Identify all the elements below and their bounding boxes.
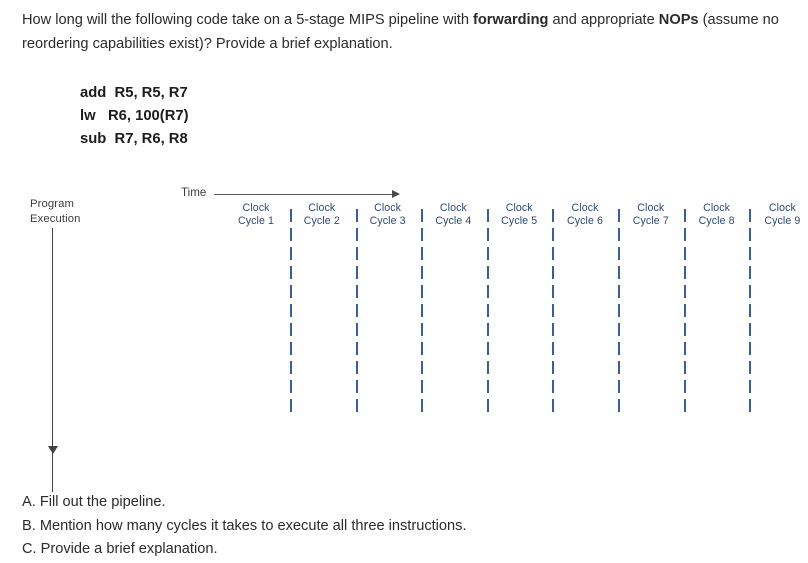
cycle-separator-1 — [290, 209, 292, 418]
sub-questions-list: A. Fill out the pipeline. B. Mention how … — [22, 491, 467, 562]
cycle-separator-8 — [749, 209, 752, 418]
cycle-label-line2: Cycle 6 — [566, 214, 604, 227]
cycle-label-line1: Clock — [242, 202, 270, 214]
cycle-label-line1: Clock — [703, 202, 731, 214]
cycle-label-line2: Cycle 5 — [501, 214, 538, 227]
code-line: sub R7, R6, R8 — [80, 131, 188, 147]
cycle-label-line2: Cycle 4 — [435, 214, 472, 227]
cycle-label-line1: Clock — [505, 202, 533, 214]
program-execution-axis-label: Program Execution — [30, 197, 81, 227]
code-line: lw R6, 100(R7) — [80, 108, 189, 124]
cycle-label-line1: Clock — [308, 202, 336, 214]
question-prompt: How long will the following code take on… — [22, 8, 784, 56]
question-emphasis: forwarding — [473, 12, 549, 28]
cycle-label-line2: Cycle 7 — [632, 214, 669, 227]
cycle-separator-2 — [355, 209, 358, 418]
cycle-separator-3 — [421, 209, 424, 418]
program-execution-arrow-icon — [48, 446, 58, 454]
code-line: add R5, R5, R7 — [80, 85, 188, 101]
program-execution-axis-line — [52, 228, 53, 492]
sub-question-item: A. Fill out the pipeline. — [22, 494, 166, 510]
cycle-separator-6 — [618, 209, 620, 418]
cycle-separator-7 — [683, 209, 686, 418]
question-emphasis: NOPs — [658, 12, 699, 28]
question-text: (assume no reordering capabilities exist… — [22, 12, 779, 52]
question-text: How long will the following code take on… — [22, 12, 474, 28]
cycle-label-line1: Clock — [374, 202, 402, 214]
program-execution-label-line2: Execution — [30, 213, 81, 225]
cycle-label-line2: Cycle 3 — [369, 214, 406, 227]
question-text: and appropriate — [548, 12, 659, 28]
time-arrow-icon — [392, 190, 400, 198]
cycle-label-line1: Clock — [571, 202, 599, 214]
cycle-label-line2: Cycle 2 — [303, 214, 340, 227]
cycle-label-line2: Cycle 9 — [764, 214, 801, 227]
cycle-label-line2: Cycle 8 — [698, 214, 735, 227]
cycle-label-line1: Clock — [439, 202, 467, 214]
cycle-label-line1: Clock — [637, 202, 665, 214]
sub-question-item: C. Provide a brief explanation. — [22, 541, 218, 557]
cycle-label-line1: Clock — [768, 202, 796, 214]
cycle-label-line2: Cycle 1 — [237, 214, 275, 227]
program-execution-label-line1: Program — [30, 198, 75, 210]
time-axis-label: Time — [181, 186, 207, 199]
cycle-separator-4 — [486, 209, 489, 418]
time-axis-line — [214, 194, 394, 195]
sub-question-item: B. Mention how many cycles it takes to e… — [22, 517, 467, 534]
code-listing: add R5, R5, R7 lw R6, 100(R7) sub R7, R6, … — [80, 82, 189, 151]
cycle-separator-5 — [552, 209, 555, 418]
